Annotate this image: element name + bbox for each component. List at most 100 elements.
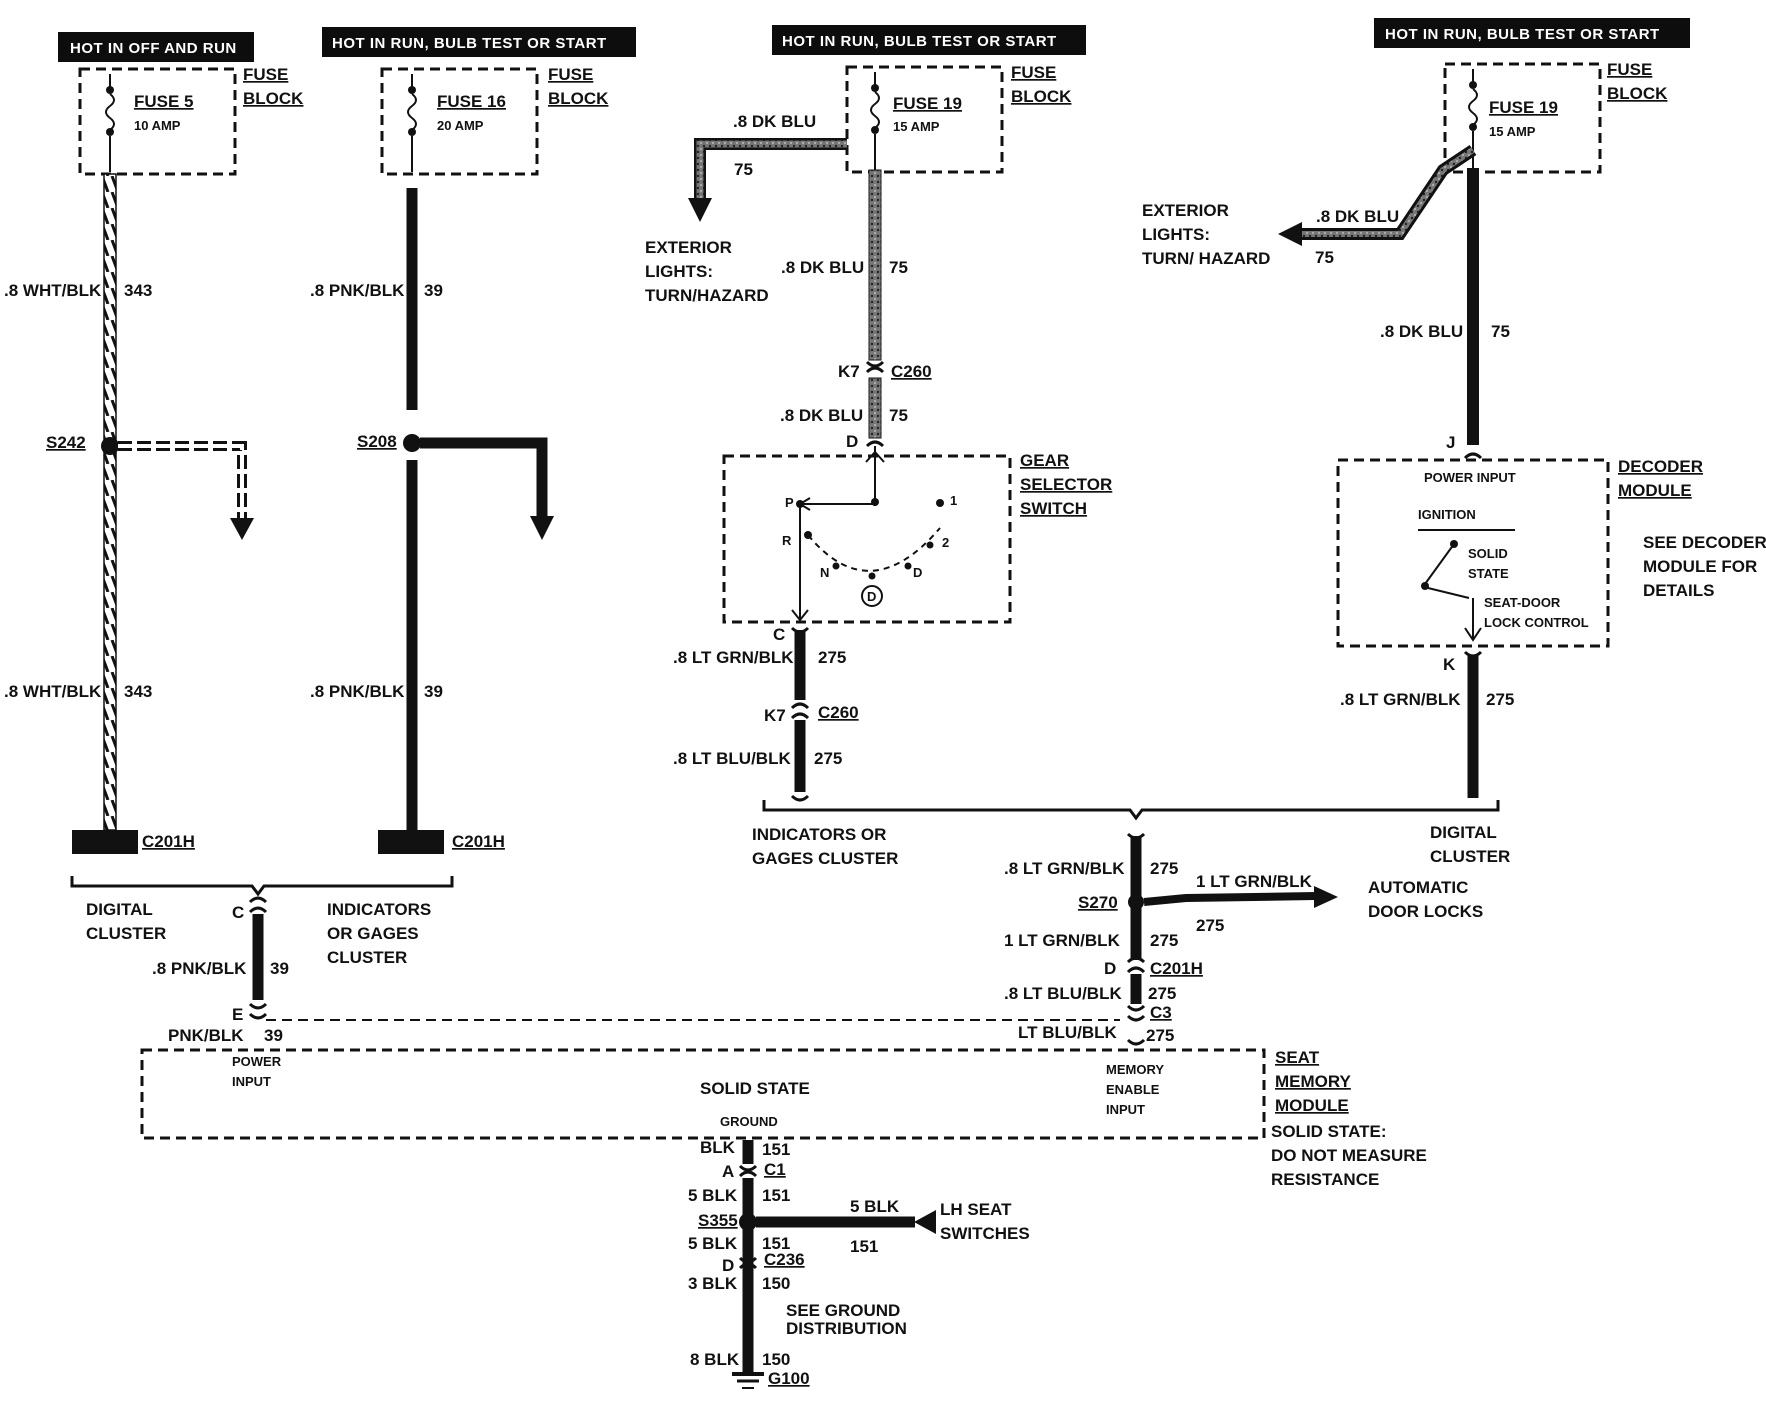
decoder-state: STATE [1468,566,1509,581]
decoder-solid: SOLID [1468,546,1508,561]
mid-wire1: .8 LT GRN/BLK [1004,859,1125,878]
col3-ext-a: EXTERIOR [645,238,732,257]
col4-branch-circuit: 75 [1315,248,1334,267]
fuse-1-name: FUSE 5 [134,92,194,111]
col4-branch-wire: .8 DK BLU [1316,207,1399,226]
indicators-right-b: GAGES CLUSTER [752,849,898,868]
seat-note-c: RESISTANCE [1271,1170,1379,1189]
col3-c260: C260 [891,362,932,381]
gnd-conn-c1: C1 [764,1160,786,1179]
lh-seat-b: SWITCHES [940,1224,1030,1243]
col4-ext-a: EXTERIOR [1142,201,1229,220]
fuse-block-3-label-b: BLOCK [1011,87,1072,106]
col3-ext-c: TURN/HAZARD [645,286,769,305]
col3-circuit2: 75 [889,406,908,425]
fuse-4-amp: 15 AMP [1489,124,1536,139]
gnd-c2: 151 [762,1186,790,1205]
seat-ground: GROUND [720,1114,778,1129]
fuse-block-1-label-a: FUSE [243,65,288,84]
gnd-pin-a: A [722,1162,734,1181]
gnd-w4: 3 BLK [688,1274,738,1293]
mid-wire2: 1 LT GRN/BLK [1004,931,1121,950]
col3-wire2: .8 DK BLU [780,406,863,425]
col4-circuit2: 275 [1486,690,1514,709]
col3-pin-c: C [773,625,785,644]
decoder-see-c: DETAILS [1643,581,1714,600]
gear-pos-n: N [820,565,829,580]
col2-wire-bot: .8 PNK/BLK [310,682,405,701]
mid-circuit2: 275 [1150,931,1178,950]
fuse-block-2-label-a: FUSE [548,65,593,84]
col2-circuit-bot: 39 [424,682,443,701]
decoder-see-a: SEE DECODER [1643,533,1766,552]
col1-wire-top: .8 WHT/BLK [4,281,102,300]
col1-circuit-top: 343 [124,281,152,300]
gear-pos-r: R [782,533,792,548]
mid-c3: C3 [1150,1003,1172,1022]
seat-title-a: SEAT [1275,1048,1320,1067]
fuse-block-4-label-a: FUSE [1607,60,1652,79]
col3-c260b: C260 [818,703,859,722]
col4-wire1: .8 DK BLU [1380,322,1463,341]
header-text-4: HOT IN RUN, BULB TEST OR START [1385,26,1660,43]
pin-c-left: C [232,903,244,922]
header-hot-in-run-3: HOT IN RUN, BULB TEST OR START [772,25,1086,55]
header-hot-in-off-and-run: HOT IN OFF AND RUN [58,32,254,62]
gnd-see-b: DISTRIBUTION [786,1319,907,1338]
circuit-39-column: .8 PNK/BLK 39 S208 .8 PNK/BLK 39 C201H [310,188,554,854]
splice-s270-label: S270 [1078,893,1118,912]
gnd-conn-c236: C236 [764,1250,805,1269]
col4-ext-b: LIGHTS: [1142,225,1210,244]
col3-wire1: .8 DK BLU [781,258,864,277]
col4-ext-c: TURN/ HAZARD [1142,249,1270,268]
col3-branch-wire: .8 DK BLU [733,112,816,131]
header-text-2: HOT IN RUN, BULB TEST OR START [332,35,607,52]
splice-s242-label: S242 [46,433,86,452]
fuse-2-name: FUSE 16 [437,92,506,111]
splice-s208-label: S208 [357,432,397,451]
fuse-block-1-label-b: BLOCK [243,89,304,108]
indicators-right-a: INDICATORS OR [752,825,886,844]
gnd-w5: 8 BLK [690,1350,740,1369]
decoder-see-b: MODULE FOR [1643,557,1757,576]
gear-selector-column: .8 DK BLU 75 EXTERIOR LIGHTS: TURN/HAZAR… [645,112,1112,868]
decoder-ignition: IGNITION [1418,507,1476,522]
mid-c201h: C201H [1150,959,1203,978]
digital-cluster-label-b: CLUSTER [86,924,166,943]
fuse-block-3: FUSE 19 15 AMP FUSE BLOCK [845,63,1072,174]
power-input-circuit: 39 [264,1026,283,1045]
col3-wire4: .8 LT BLU/BLK [673,749,791,768]
gnd-c1: 151 [762,1140,790,1159]
fuse-1-amp: 10 AMP [134,118,181,133]
col3-ext-b: LIGHTS: [645,262,713,281]
gnd-c5: 150 [762,1350,790,1369]
splice-s242-dot [101,437,119,455]
gear-label-b: SELECTOR [1020,475,1112,494]
left-pnk-circuit: 39 [270,959,289,978]
gear-pos-d: D [913,565,922,580]
seat-power-input-a: POWER [232,1054,282,1069]
lh-wire: 5 BLK [850,1197,900,1216]
seat-memory-enable-b: ENABLE [1106,1082,1160,1097]
splice-s355-label: S355 [698,1211,738,1230]
gear-pos-d-circled: D [867,589,876,604]
col3-circuit4: 275 [814,749,842,768]
col4-pin-j: J [1446,433,1455,452]
lh-seat-a: LH SEAT [940,1200,1012,1219]
col4-pin-k: K [1443,655,1456,674]
gear-label-a: GEAR [1020,451,1069,470]
right-cluster-bracket [762,800,1500,821]
mid-circuit4: 275 [1146,1026,1174,1045]
left-pnk-wire: .8 PNK/BLK [152,959,247,978]
seat-memory-enable-c: INPUT [1106,1102,1145,1117]
seat-title-b: MEMORY [1275,1072,1352,1091]
mid-circuit3: 275 [1148,984,1176,1003]
col2-circuit-top: 39 [424,281,443,300]
col3-pin-d: D [846,432,858,451]
col1-connector: C201H [142,832,195,851]
col1-wire-bot: .8 WHT/BLK [4,682,102,701]
decoder-seat-door: SEAT-DOOR [1484,595,1561,610]
seat-note-a: SOLID STATE: [1271,1122,1387,1141]
gnd-c3: 151 [762,1234,790,1253]
